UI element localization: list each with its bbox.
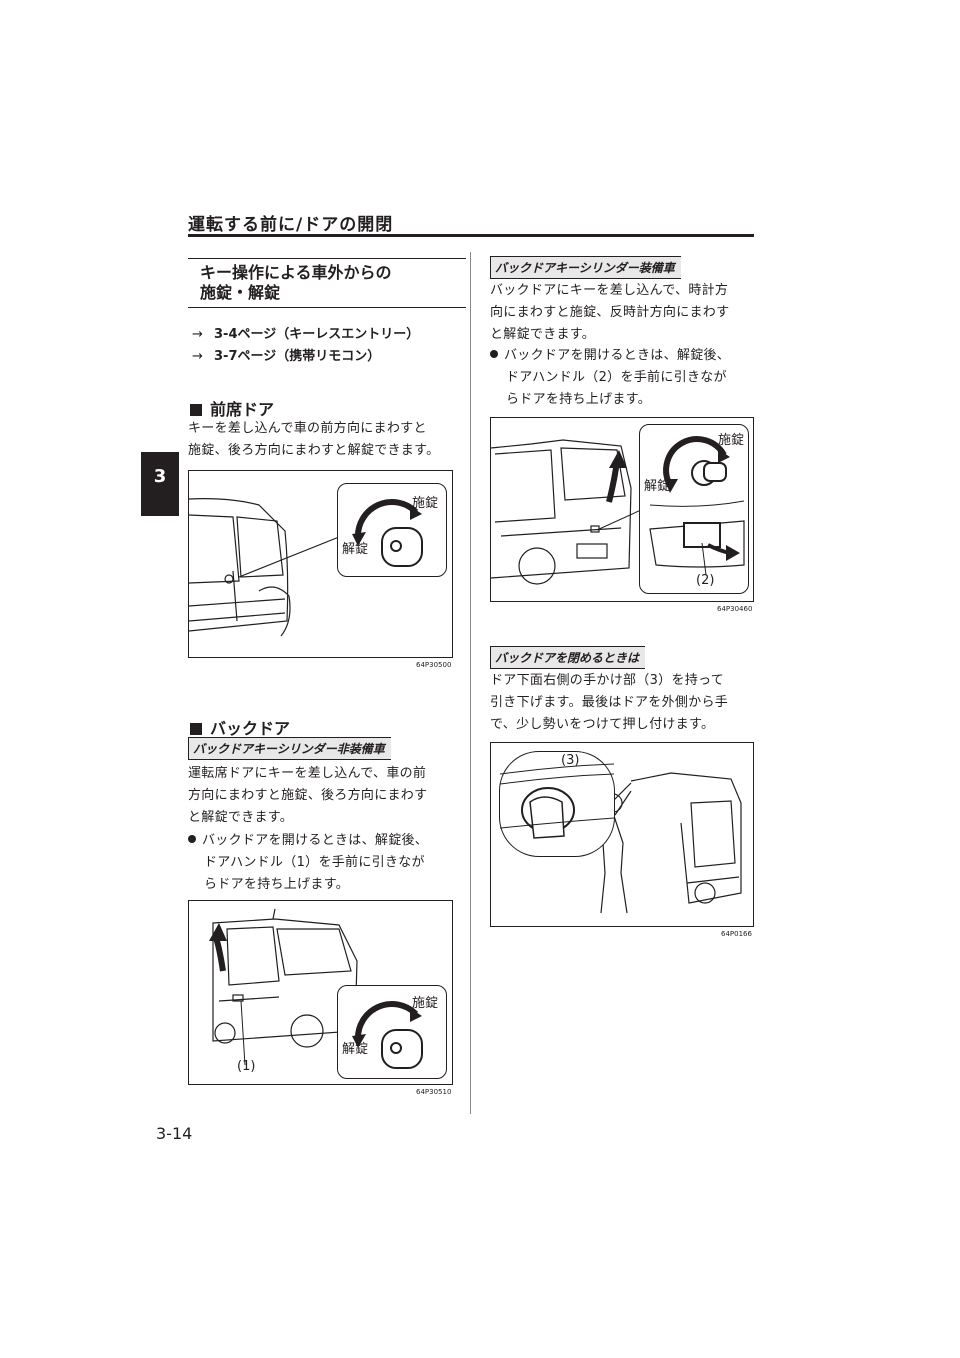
text-line: 方向にまわすと施錠、後ろ方向にまわす	[188, 788, 428, 803]
van-rear-illustration	[491, 439, 642, 585]
lock-label: 施錠	[718, 433, 745, 448]
text-line: らドアを持ち上げます。	[506, 392, 652, 407]
callout-number-2: (2)	[696, 573, 715, 588]
page-number: 3-14	[156, 1124, 193, 1143]
xref-text: 3-4ページ（キーレスエントリー）	[214, 327, 420, 342]
figure-code: 64P30460	[717, 605, 753, 613]
text-line: バックドアを開けるときは、解錠後、	[202, 833, 429, 848]
person-closing-door-illustration	[600, 772, 742, 914]
text-line: ドアハンドル（2）を手前に引きなが	[506, 370, 727, 385]
bullet-dot-icon	[188, 835, 196, 843]
figure-back-door-cylinder: 施錠 解錠 (2)	[490, 417, 754, 602]
tag-closing: バックドアを閉めるときは	[490, 646, 646, 669]
text-line: 運転席ドアにキーを差し込んで、車の前	[188, 766, 427, 781]
unlock-label: 解錠	[342, 542, 369, 557]
xref-text: 3-7ページ（携帯リモコン）	[214, 349, 381, 364]
text-line: 向にまわすと施錠、反時計方向にまわす	[490, 305, 730, 320]
square-bullet-icon	[190, 723, 202, 735]
chapter-tab[interactable]: 3	[141, 452, 179, 516]
text-line: らドアを持ち上げます。	[204, 877, 350, 892]
unlock-label: 解錠	[644, 479, 671, 494]
tag-label: バックドアキーシリンダー非装備車	[188, 737, 391, 760]
key-rotate-icon	[352, 1001, 423, 1069]
front-door-heading: 前席ドア	[190, 396, 274, 420]
text-line: と解錠できます。	[490, 327, 596, 342]
hand-grip-icon	[500, 763, 614, 839]
text-line: 施錠、後ろ方向にまわすと解錠できます。	[188, 443, 440, 458]
arrow-right-icon: →	[192, 327, 203, 342]
key-callout: 施錠 解錠	[337, 483, 447, 577]
callout-number-1: (1)	[237, 1059, 256, 1074]
tag-label: バックドアキーシリンダー装備車	[490, 256, 681, 279]
text-line: 引き下げます。最後はドアを外側から手	[490, 695, 729, 710]
van-rear-illustration	[209, 908, 358, 1066]
xref-remote[interactable]: → 3-7ページ（携帯リモコン）	[192, 345, 380, 364]
lock-label: 施錠	[412, 496, 439, 511]
back-door-heading: バックドア	[190, 715, 290, 739]
section-title-line-2: 施錠・解錠	[200, 283, 281, 302]
section-title-box: キー操作による車外からの 施錠・解錠	[188, 258, 466, 308]
figure-code: 64P0166	[721, 930, 752, 938]
figure-code: 64P30510	[416, 1088, 452, 1096]
column-divider	[470, 252, 471, 1114]
tag-no-cylinder: バックドアキーシリンダー非装備車	[188, 737, 391, 760]
section-title: キー操作による車外からの 施錠・解錠	[200, 263, 392, 303]
text-line: で、少し勢いをつけて押し付けます。	[490, 717, 715, 732]
figure-code: 64P30500	[416, 661, 452, 669]
back-door-text: 運転席ドアにキーを差し込んで、車の前 方向にまわすと施錠、後ろ方向にまわす と解…	[188, 763, 464, 829]
page-header-title: 運転する前に/ドアの開閉	[188, 215, 394, 235]
section-title-line-1: キー操作による車外からの	[200, 263, 392, 282]
front-door-text: キーを差し込んで車の前方向にまわすと 施錠、後ろ方向にまわすと解錠できます。	[188, 418, 439, 462]
xref-keyless[interactable]: → 3-4ページ（キーレスエントリー）	[192, 323, 419, 342]
handle-callout	[499, 751, 615, 857]
figure-closing-back-door: (3)	[490, 742, 754, 927]
text-line: ドアハンドル（1）を手前に引きなが	[204, 855, 425, 870]
unlock-label: 解錠	[342, 1042, 369, 1057]
text-line: バックドアにキーを差し込んで、時計方	[490, 283, 729, 298]
closing-text: ドア下面右側の手かけ部（3）を持って 引き下げます。最後はドアを外側から手 で、…	[490, 670, 758, 736]
callout-number-3: (3)	[561, 753, 580, 768]
cylinder-text: バックドアにキーを差し込んで、時計方 向にまわすと施錠、反時計方向にまわす と解…	[490, 280, 758, 346]
heading-text: バックドア	[210, 719, 291, 738]
heading-text: 前席ドア	[210, 400, 275, 419]
van-side-illustration	[189, 498, 340, 637]
key-rotate-icon	[649, 436, 745, 576]
cylinder-bullet: バックドアを開けるときは、解錠後、 ドアハンドル（2）を手前に引きなが らドアを…	[490, 345, 774, 411]
figure-front-door: 施錠 解錠	[188, 470, 453, 658]
key-callout: 施錠 解錠	[337, 985, 447, 1079]
text-line: ドア下面右側の手かけ部（3）を持って	[490, 673, 725, 688]
text-line: バックドアを開けるときは、解錠後、	[504, 348, 731, 363]
text-line: キーを差し込んで車の前方向にまわすと	[188, 421, 427, 436]
arrow-right-icon: →	[192, 349, 203, 364]
figure-back-door-no-cylinder: 施錠 解錠 (1)	[188, 900, 453, 1085]
tag-label: バックドアを閉めるときは	[490, 646, 646, 669]
bullet-dot-icon	[490, 350, 498, 358]
square-bullet-icon	[190, 404, 202, 416]
key-rotate-icon	[352, 499, 423, 567]
tag-with-cylinder: バックドアキーシリンダー装備車	[490, 256, 681, 279]
text-line: と解錠できます。	[188, 810, 294, 825]
lock-label: 施錠	[412, 996, 439, 1011]
key-callout: 施錠 解錠 (2)	[639, 424, 749, 594]
header-rule	[188, 234, 754, 237]
back-door-bullet: バックドアを開けるときは、解錠後、 ドアハンドル（1）を手前に引きなが らドアを…	[188, 830, 480, 896]
